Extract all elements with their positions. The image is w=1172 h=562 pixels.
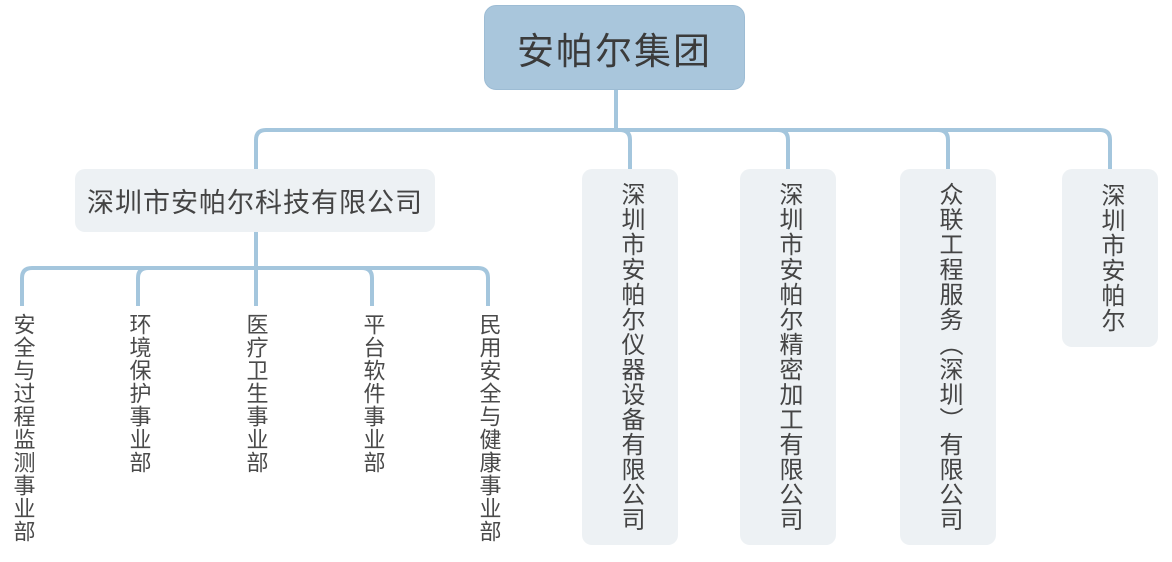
org-node-division-2: 环境保护事业部 xyxy=(126,313,152,474)
connector-to-subsidiary-4 xyxy=(616,128,950,170)
org-node-subsidiary-3-label: 深圳市安帕尔精密加工有限公司 xyxy=(775,182,802,532)
connectors-root-to-subsidiaries xyxy=(254,90,1112,170)
org-node-subsidiary-2-label: 深圳市安帕尔仪器设备有限公司 xyxy=(617,182,644,532)
connector-to-subsidiary-2 xyxy=(616,128,632,170)
connector-to-division-5 xyxy=(256,266,490,306)
org-node-root: 安帕尔集团 xyxy=(484,5,745,90)
org-node-subsidiary-1: 深圳市安帕尔科技有限公司 xyxy=(75,169,435,232)
org-node-subsidiary-5-label: 深圳市安帕尔 xyxy=(1097,183,1124,333)
org-node-subsidiary-5: 深圳市安帕尔 xyxy=(1062,169,1158,347)
org-node-subsidiary-2: 深圳市安帕尔仪器设备有限公司 xyxy=(582,169,678,545)
connector-to-division-1 xyxy=(20,266,256,306)
connector-to-subsidiary-3 xyxy=(616,128,790,170)
connectors-subsidiary1-to-divisions xyxy=(20,232,490,306)
org-node-root-label: 安帕尔集团 xyxy=(517,30,712,72)
org-node-subsidiary-1-label: 深圳市安帕尔科技有限公司 xyxy=(87,188,423,218)
org-node-subsidiary-4: 众联工程服务（深圳）有限公司 xyxy=(900,169,996,545)
connector-to-subsidiary-5 xyxy=(616,128,1112,170)
connector-to-division-2 xyxy=(136,266,256,306)
org-node-division-4: 平台软件事业部 xyxy=(360,313,386,474)
org-node-division-3: 医疗卫生事业部 xyxy=(243,313,269,474)
org-node-subsidiary-4-label: 众联工程服务（深圳）有限公司 xyxy=(935,182,962,532)
org-node-division-5: 民用安全与健康事业部 xyxy=(476,313,502,543)
org-node-division-1: 安全与过程监测事业部 xyxy=(10,313,36,543)
org-node-subsidiary-3: 深圳市安帕尔精密加工有限公司 xyxy=(740,169,836,545)
connector-to-subsidiary-1 xyxy=(254,128,616,170)
connector-to-division-4 xyxy=(256,266,374,306)
